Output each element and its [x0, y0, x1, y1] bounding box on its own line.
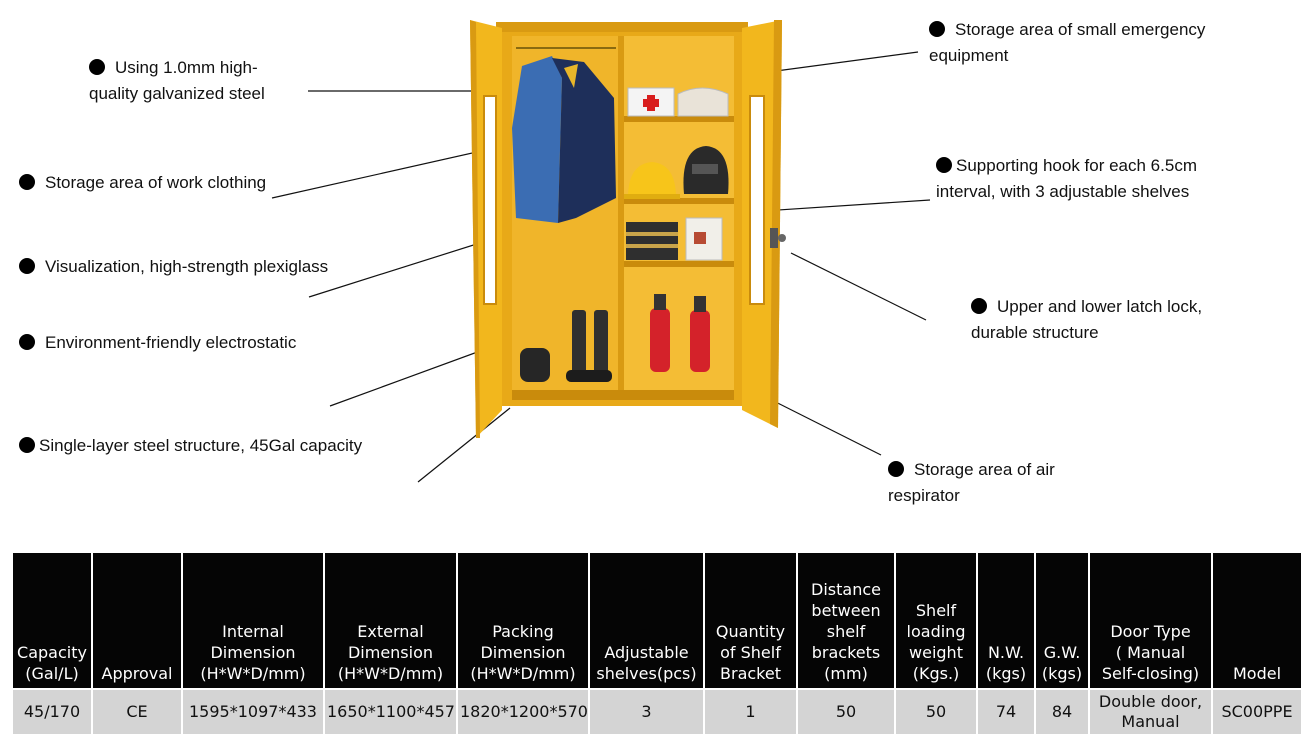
bullet-icon: [19, 258, 35, 274]
header-packing-dimension: Packing Dimension (H*W*D/mm): [457, 553, 590, 689]
cell-shelf-bracket-quantity: 1: [704, 688, 798, 734]
callout-steel-structure: Single-layer steel structure, 45Gal capa…: [19, 433, 362, 459]
callout-text: Using 1.0mm high- quality galvanized ste…: [89, 58, 265, 103]
callout-plexiglass: Visualization, high-strength plexiglass: [19, 254, 328, 280]
callout-text: Single-layer steel structure, 45Gal capa…: [39, 436, 363, 455]
table-header-row: Capacity (Gal/L) Approval Internal Dimen…: [13, 553, 1301, 689]
cell-door-type: Double door, Manual: [1089, 688, 1213, 734]
header-shelf-bracket-quantity: Quantity of Shelf Bracket: [704, 553, 798, 689]
bullet-icon: [19, 437, 35, 453]
bullet-icon: [19, 334, 35, 350]
callout-text: Supporting hook for each 6.5cm interval,…: [936, 156, 1197, 201]
bullet-icon: [89, 59, 105, 75]
cell-shelf-loading-weight: 50: [895, 688, 978, 734]
specification-table: Capacity (Gal/L) Approval Internal Dimen…: [13, 553, 1301, 734]
bullet-icon: [888, 461, 904, 477]
header-approval: Approval: [92, 553, 183, 689]
callout-galvanized-steel: Using 1.0mm high- quality galvanized ste…: [89, 55, 265, 107]
callout-text: Visualization, high-strength plexiglass: [45, 257, 329, 276]
cell-approval: CE: [92, 688, 183, 734]
callout-text: Storage area of air respirator: [888, 460, 1055, 505]
cell-adjustable-shelves: 3: [589, 688, 705, 734]
callout-latch-lock: Upper and lower latch lock, durable stru…: [971, 294, 1202, 346]
cell-gross-weight: 84: [1035, 688, 1090, 734]
cell-net-weight: 74: [977, 688, 1036, 734]
callout-text: Environment-friendly electrostatic: [45, 333, 297, 352]
callout-work-clothing: Storage area of work clothing: [19, 170, 266, 196]
cell-bracket-distance: 50: [797, 688, 896, 734]
bullet-icon: [971, 298, 987, 314]
header-adjustable-shelves: Adjustable shelves(pcs): [589, 553, 705, 689]
safety-cabinet-illustration: [470, 20, 786, 438]
bullet-icon: [19, 174, 35, 190]
header-bracket-distance: Distance between shelf brackets (mm): [797, 553, 896, 689]
cell-capacity: 45/170: [13, 688, 93, 734]
callout-supporting-hook: Supporting hook for each 6.5cm interval,…: [936, 153, 1197, 205]
header-net-weight: N.W. (kgs): [977, 553, 1036, 689]
callout-electrostatic: Environment-friendly electrostatic: [19, 330, 296, 356]
header-external-dimension: External Dimension (H*W*D/mm): [324, 553, 458, 689]
cell-external-dimension: 1650*1100*457: [324, 688, 458, 734]
table-row: 45/170 CE 1595*1097*433 1650*1100*457 18…: [13, 688, 1301, 734]
header-model: Model: [1212, 553, 1301, 689]
header-gross-weight: G.W. (kgs): [1035, 553, 1090, 689]
header-shelf-loading-weight: Shelf loading weight (Kgs.): [895, 553, 978, 689]
header-door-type: Door Type ( Manual Self-closing): [1089, 553, 1213, 689]
callout-text: Storage area of work clothing: [45, 173, 267, 192]
cell-internal-dimension: 1595*1097*433: [182, 688, 325, 734]
header-internal-dimension: Internal Dimension (H*W*D/mm): [182, 553, 325, 689]
cell-packing-dimension: 1820*1200*570: [457, 688, 590, 734]
bullet-icon: [929, 21, 945, 37]
callout-emergency-equipment: Storage area of small emergency equipmen…: [929, 17, 1205, 69]
cell-model: SC00PPE: [1212, 688, 1301, 734]
callout-air-respirator: Storage area of air respirator: [888, 457, 1055, 509]
leader-latch-lock: [790, 252, 927, 321]
callout-text: Upper and lower latch lock, durable stru…: [971, 297, 1203, 342]
header-capacity: Capacity (Gal/L): [13, 553, 93, 689]
callout-text: Storage area of small emergency equipmen…: [929, 20, 1206, 65]
bullet-icon: [936, 157, 952, 173]
